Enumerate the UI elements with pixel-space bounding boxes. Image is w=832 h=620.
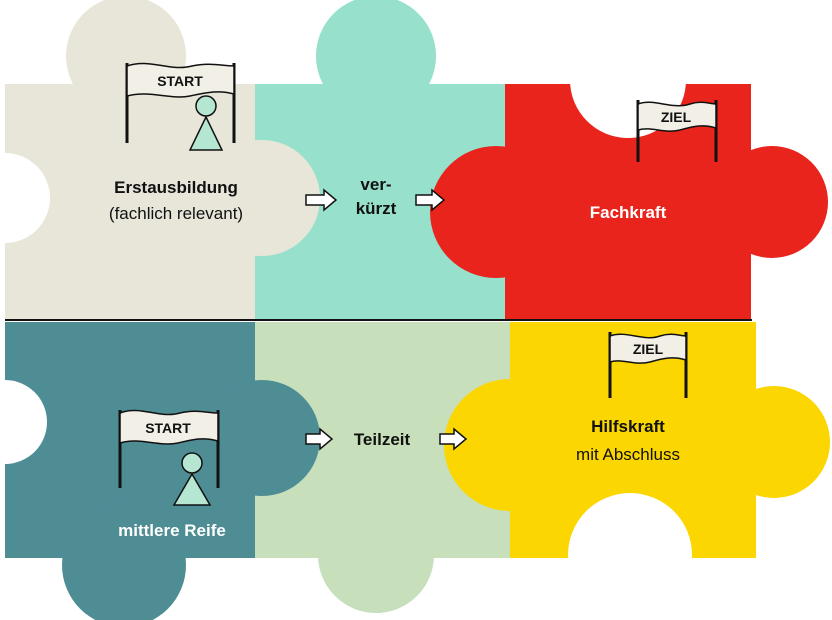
label-ver: ver- — [360, 175, 391, 194]
label-mittlere-reife: mittlere Reife — [118, 521, 226, 540]
label-kuerzt: kürzt — [356, 199, 397, 218]
puzzle-piece-verkuerzt — [204, 0, 505, 320]
start-flag-top: START — [125, 62, 236, 143]
label-hilfskraft: Hilfskraft — [591, 417, 665, 436]
label-mit-abschluss: mit Abschluss — [576, 445, 680, 464]
label-erstausbildung: Erstausbildung — [114, 178, 238, 197]
puzzle-piece-hilfskraft — [444, 322, 830, 617]
goal-flag-bottom-text: ZIEL — [633, 341, 664, 357]
start-flag-bottom-text: START — [145, 420, 191, 436]
label-fachkraft: Fachkraft — [590, 203, 667, 222]
start-flag-bottom: START — [118, 409, 220, 488]
puzzle-piece-fachkraft — [430, 22, 828, 320]
goal-flag-top: ZIEL — [636, 100, 718, 162]
person-icon-bottom — [172, 452, 212, 506]
start-flag-top-text: START — [157, 73, 203, 89]
label-fachlich-relevant: (fachlich relevant) — [109, 204, 243, 223]
person-icon-top — [188, 95, 224, 151]
arrow-icon-top-1 — [305, 188, 338, 212]
arrow-icon-bottom-2 — [439, 427, 468, 451]
arrow-icon-bottom-1 — [305, 427, 334, 451]
goal-flag-top-text: ZIEL — [661, 109, 692, 125]
arrow-icon-top-2 — [415, 188, 446, 212]
goal-flag-bottom: ZIEL — [608, 332, 688, 398]
label-teilzeit: Teilzeit — [354, 430, 411, 449]
